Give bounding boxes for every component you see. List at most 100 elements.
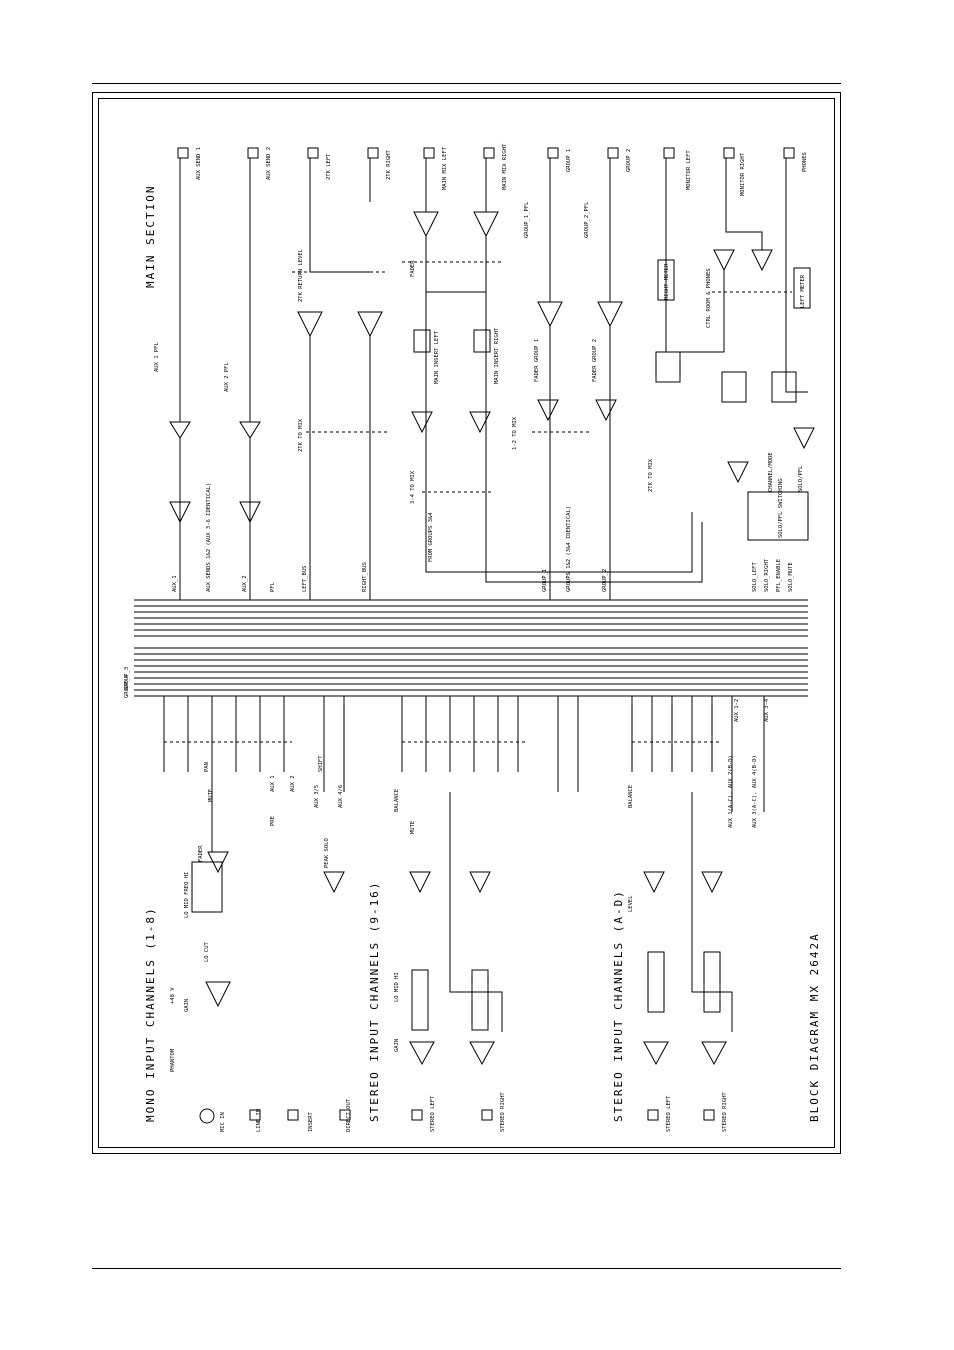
label-direct-out: DIRECT OUT <box>346 1098 352 1132</box>
label-monitor-left: MONITOR LEFT <box>686 150 692 190</box>
label-2tk-return: 2TK RETURN LEVEL <box>298 248 304 302</box>
bus-labels: AUX_1 AUX_2 PFL LEFT_BUS RIGHT_BUS SOLO_… <box>124 558 794 698</box>
bus-right: RIGHT_BUS <box>362 562 368 592</box>
label-aux-cd: AUX 1(A-C), AUX 2(B-D) <box>728 755 734 828</box>
bus-aux-1: AUX_1 <box>172 575 178 592</box>
label-stereo-left-1: STEREO LEFT <box>430 1095 436 1132</box>
label-aux34-stereo: AUX 3-4 <box>764 698 770 722</box>
label-group2-pfl: GROUP_2_PFL <box>584 201 590 238</box>
label-plus48: +48 V <box>170 987 176 1004</box>
label-lo-cut: LO CUT <box>204 941 210 962</box>
diagram-border <box>92 92 841 1154</box>
stereo-9-16-title: STEREO INPUT CHANNELS (9-16) <box>368 881 381 1122</box>
input-amplifiers <box>205 851 727 1066</box>
label-aux-identical: AUX SENDS 1&2 (AUX 3-6 IDENTICAL) <box>206 483 212 592</box>
label-groups-identical: GROUPS 1&2 (3&4 IDENTICAL) <box>566 506 572 592</box>
diagram-title: BLOCK DIAGRAM MX 2642A <box>808 932 821 1122</box>
label-aux1-mono: AUX 1 <box>270 775 276 792</box>
label-2tk-left: 2TK LEFT <box>326 153 332 180</box>
label-pre: PRE <box>270 816 276 826</box>
label-3-4-to-mix: 3-4 TO MIX <box>410 470 416 504</box>
label-pan: PAN <box>204 762 210 772</box>
label-balance-2: BALANCE <box>628 785 634 808</box>
label-aux-send-1: AUX SEND 1 <box>196 147 202 180</box>
label-mic-in: MIC IN <box>220 1112 226 1132</box>
label-fader-group-2: FADER GROUP 2 <box>592 339 598 382</box>
mono-section-title: MONO INPUT CHANNELS (1-8) <box>144 906 157 1122</box>
top-rule <box>92 83 841 84</box>
output-jacks <box>177 147 795 422</box>
label-fader-group-1: FADER GROUP 1 <box>534 339 540 382</box>
label-main-mix-left: MAIN MIX LEFT <box>442 146 448 190</box>
stereo-labels: STEREO LEFT STEREO RIGHT STEREO LEFT STE… <box>394 698 770 1132</box>
main-wiring <box>179 202 811 600</box>
label-mute: MUTE <box>208 789 214 802</box>
label-eq-stereo: LO MID HI <box>394 972 400 1002</box>
label-main-mix-right: MAIN MIX RIGHT <box>502 143 508 190</box>
channel-wiring <box>163 696 765 1032</box>
input-jacks <box>199 1108 715 1124</box>
label-gain: GAIN <box>184 999 190 1012</box>
label-fader-mono: FADER <box>198 845 204 862</box>
label-monitor-right: MONITOR RIGHT <box>740 152 746 196</box>
bus-group-1: GROUP_1 <box>542 569 548 592</box>
label-aux36-mono: AUX 3/5 <box>314 785 320 808</box>
label-aux12-stereo: AUX 1-2 <box>734 699 740 722</box>
label-group1-pfl: GROUP_1_PFL <box>524 201 530 238</box>
diagram-inner-border <box>98 98 835 1148</box>
label-phantom: PHANTOM <box>170 1048 176 1072</box>
bus-pfl: PFL <box>270 581 276 592</box>
main-amplifiers <box>169 211 815 524</box>
label-aux-send-2: AUX SEND 2 <box>266 147 272 180</box>
label-insert: INSERT <box>308 1111 314 1132</box>
label-balance-1: BALANCE <box>394 789 400 812</box>
label-aux-ad: AUX 3(A-C), AUX 4(B-D) <box>752 755 758 828</box>
label-aux1-pfl: AUX 1 PFL <box>154 342 160 372</box>
label-aux46-mono: AUX 4/6 <box>338 785 344 808</box>
label-line-in: LINE IN <box>256 1109 262 1132</box>
main-labels: AUX 1 PFL AUX 2 PFL AUX SENDS 1&2 (AUX 3… <box>154 201 806 592</box>
label-channel-mode: CHANNEL/MODE <box>768 452 774 492</box>
label-phones: PHONES <box>802 152 808 172</box>
label-group-2: GROUP 2 <box>626 149 632 172</box>
label-solo-pfl-switching: SOLO/PFL SWITCHING <box>778 478 784 538</box>
label-solo-pfl: SOLO/PFL <box>798 465 804 492</box>
label-gain-stereo: GAIN <box>394 1039 400 1052</box>
bus-group-4: GROUP_4 <box>124 674 130 698</box>
bus-solo-mute: SOLO_MUTE <box>788 562 794 592</box>
label-aux2-mono: AUX 2 <box>290 775 296 792</box>
bus-lines <box>134 599 808 697</box>
label-insert-left: MAIN INSERT LEFT <box>434 330 440 384</box>
label-mute-stereo: MUTE <box>410 821 416 834</box>
bus-group-3: GROUP_3 <box>124 667 130 690</box>
block-diagram: MAIN SECTION MONO INPUT CHANNELS (1-8) S… <box>92 92 841 1154</box>
label-group-1: GROUP 1 <box>566 149 572 172</box>
mono-labels: MIC IN LINE IN PHANTOM +48 V GAIN LO CUT… <box>170 755 352 1132</box>
output-labels: AUX SEND 1 AUX SEND 2 2TK LEFT 2TK RIGHT… <box>196 143 808 196</box>
label-right-meter: RIGHT METER <box>664 263 670 300</box>
label-1-2-to-mix: 1-2 TO MIX <box>512 416 518 450</box>
label-stereo-right-1: STEREO RIGHT <box>500 1092 506 1132</box>
main-section-title: MAIN SECTION <box>144 185 157 288</box>
label-insert-right: MAIN INSERT RIGHT <box>494 327 500 384</box>
label-shift-mono: SHIFT <box>318 755 324 772</box>
stereo-a-d-title: STEREO INPUT CHANNELS (A-D) <box>612 889 625 1122</box>
label-fader: FADER <box>410 260 416 277</box>
bus-aux-2: AUX_2 <box>242 575 248 592</box>
label-2tk-to-mix-2: 2TK TO MIX <box>648 458 654 492</box>
label-peak-solo: PEAK SOLO <box>324 838 330 868</box>
label-level: LEVEL <box>628 895 634 912</box>
bus-pfl-enable: PFL_ENABLE <box>776 559 782 592</box>
label-stereo-right-2: STEREO RIGHT <box>722 1092 728 1132</box>
bottom-rule <box>92 1268 841 1269</box>
bus-solo-left: SOLO_LEFT <box>752 562 758 592</box>
label-left-meter: LEFT METER <box>800 274 806 308</box>
label-ctrl-room: CTRL ROOM & PHONES <box>706 268 712 328</box>
bus-solo-right: SOLO_RIGHT <box>764 558 770 592</box>
label-from-groups: FROM GROUPS 3&4 <box>428 512 434 562</box>
label-eq: LO MID FREQ HI <box>184 872 190 918</box>
label-stereo-left-2: STEREO LEFT <box>666 1095 672 1132</box>
label-aux2-pfl: AUX 2 PFL <box>224 362 230 392</box>
label-2tk-right: 2TK RIGHT <box>386 150 392 180</box>
bus-left: LEFT_BUS <box>302 566 308 593</box>
